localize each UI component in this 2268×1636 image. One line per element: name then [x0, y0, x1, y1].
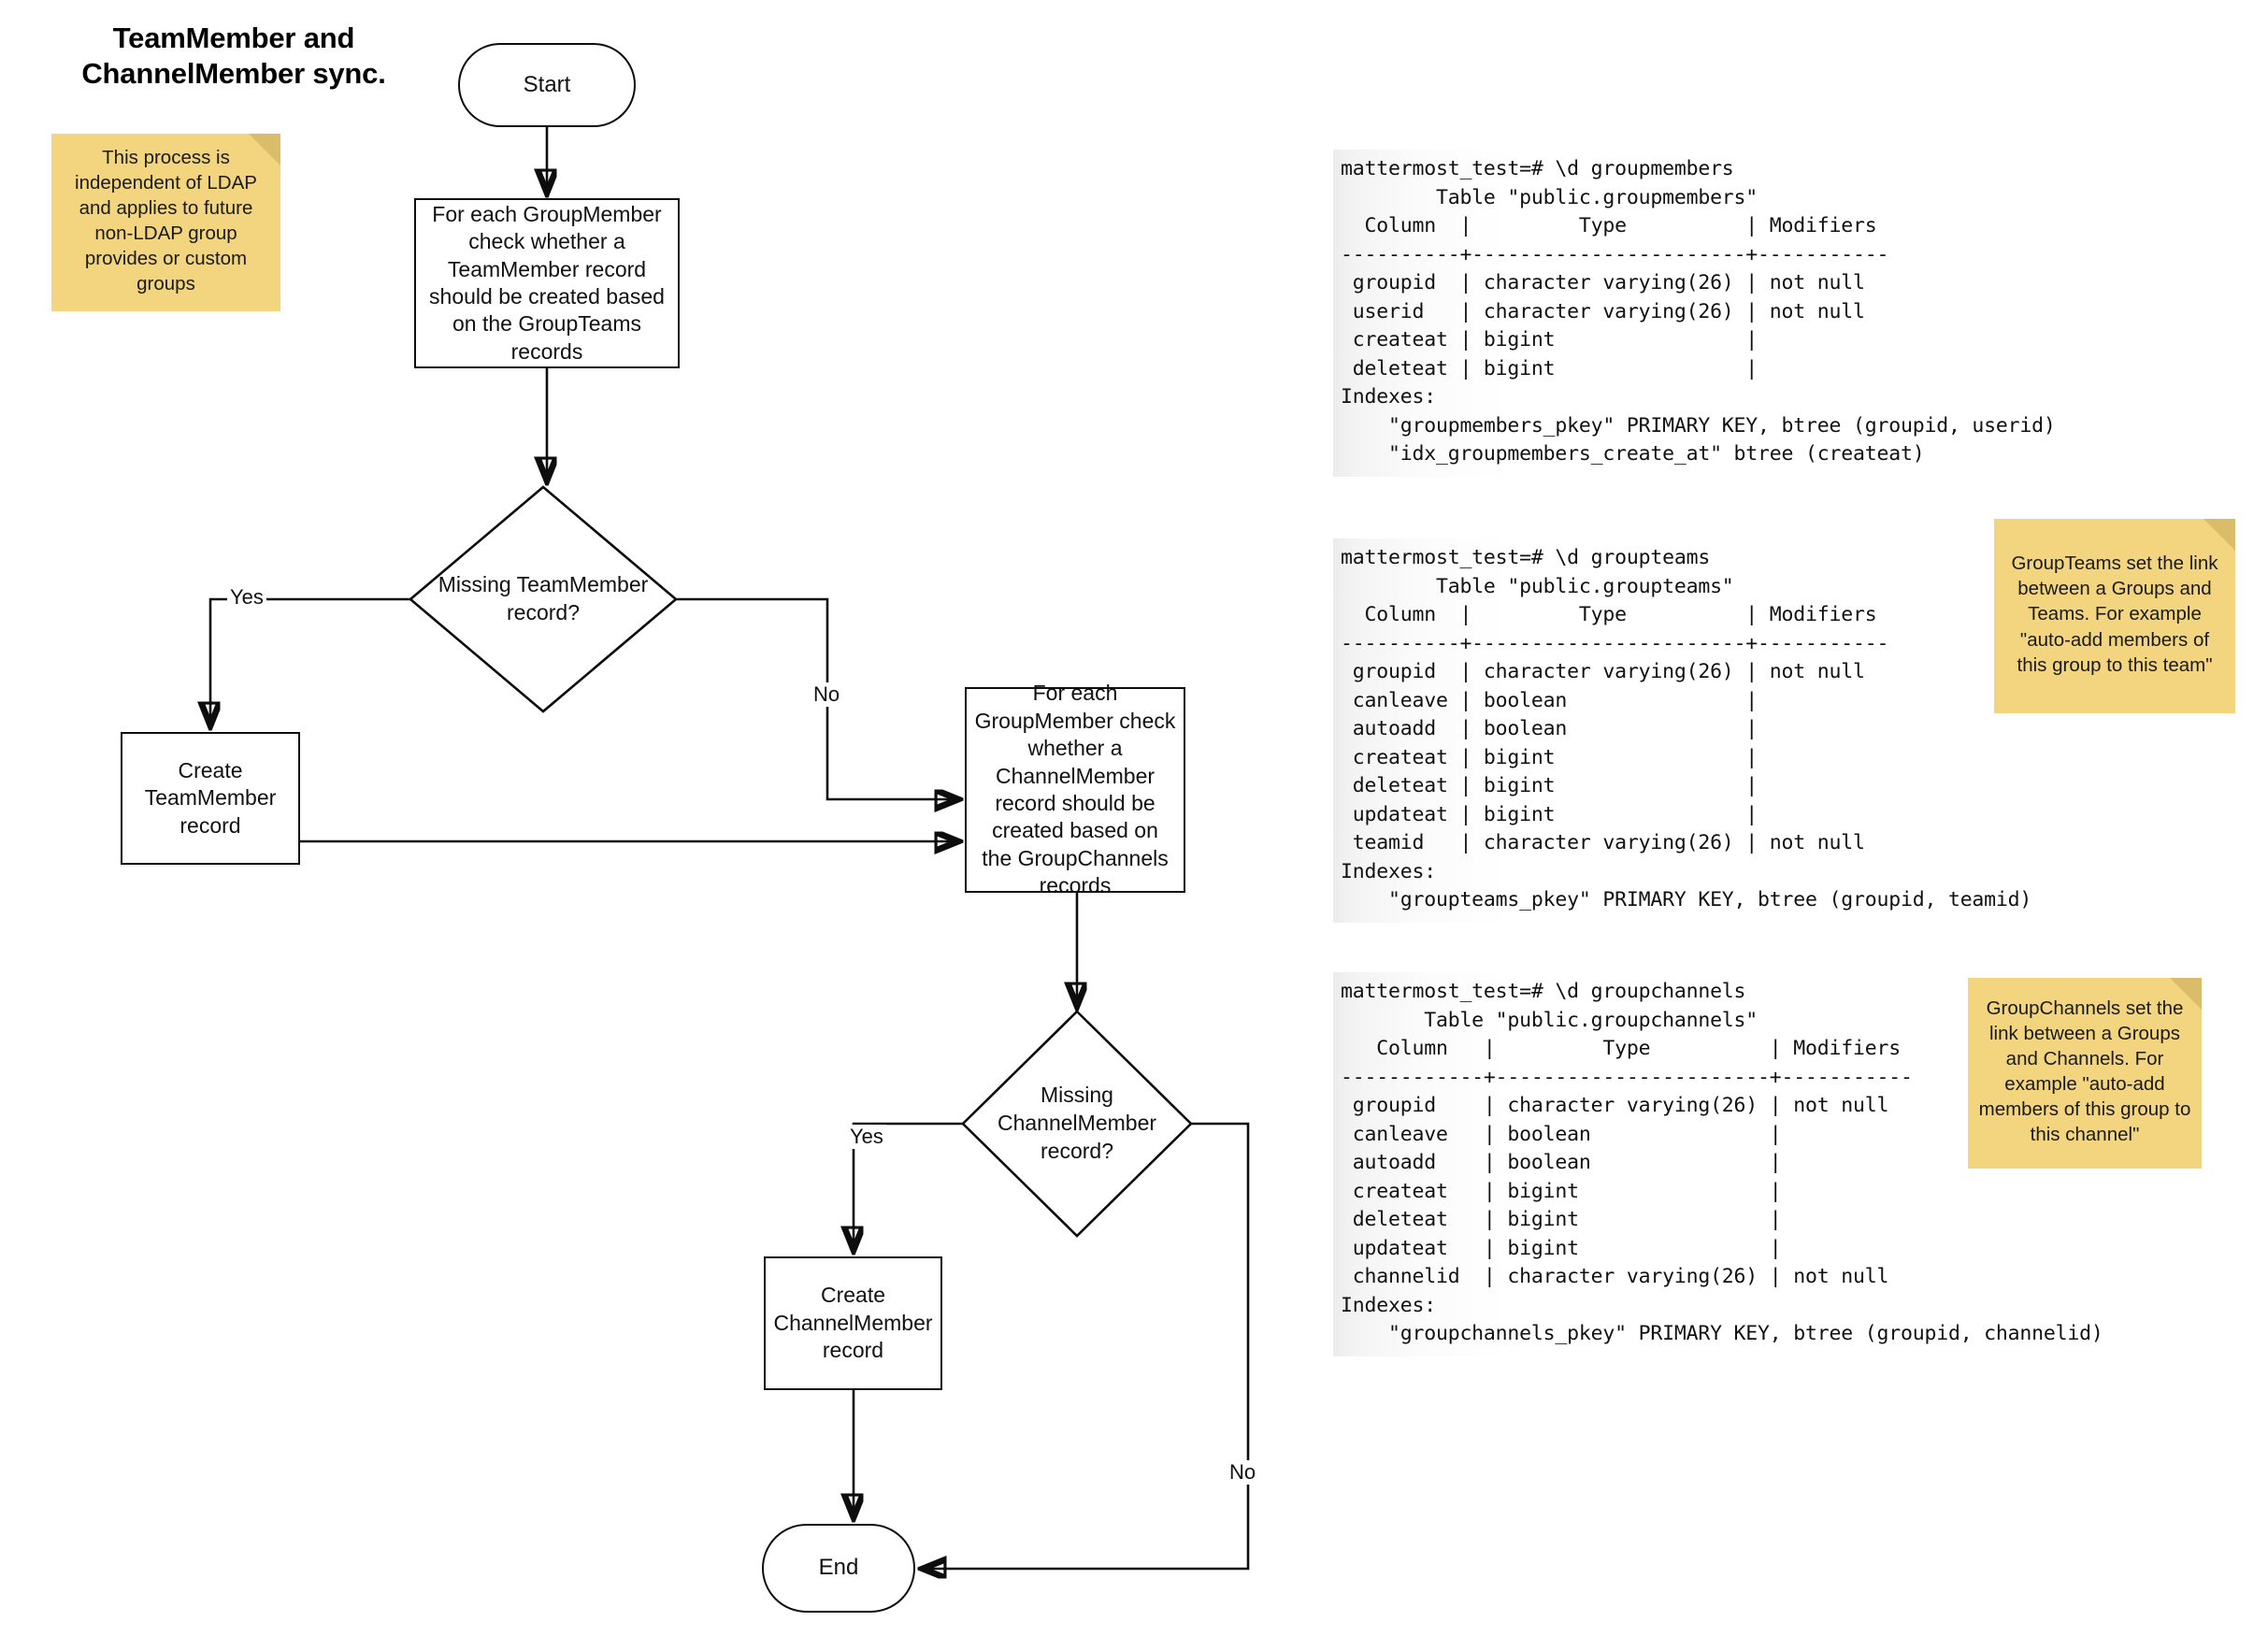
sticky-fold-corner	[2203, 519, 2235, 551]
flow-decision-missing-channelmember[interactable]: Missing ChannelMember record?	[961, 1010, 1193, 1238]
terminal-output-groupchannels: mattermost_test=# \d groupchannels Table…	[1333, 972, 2103, 1356]
edge-label-no-channelmember: No	[1227, 1460, 1259, 1485]
sticky-note-groupteams: GroupTeams set the link between a Groups…	[1994, 519, 2235, 713]
sticky-note-ldap-text: This process is independent of LDAP and …	[75, 146, 257, 295]
flow-node-check-channelmember-label: For each GroupMember check whether a Cha…	[974, 681, 1176, 898]
flow-node-create-teammember[interactable]: Create TeamMember record	[121, 732, 300, 865]
flow-node-create-teammember-label: Create TeamMember record	[144, 757, 277, 838]
flow-decision-missing-teammember[interactable]: Missing TeamMember record?	[408, 485, 679, 713]
sticky-note-groupchannels: GroupChannels set the link between a Gro…	[1968, 978, 2202, 1169]
edge-label-yes-teammember: Yes	[227, 585, 266, 610]
sticky-note-groupchannels-text: GroupChannels set the link between a Gro…	[1978, 997, 2191, 1146]
flow-node-create-channelmember-label: Create ChannelMember record	[773, 1283, 933, 1363]
terminal-output-groupmembers: mattermost_test=# \d groupmembers Table …	[1333, 150, 2056, 477]
edge-label-no-teammember: No	[811, 682, 843, 707]
flow-node-check-channelmember[interactable]: For each GroupMember check whether a Cha…	[965, 681, 1185, 897]
flow-node-start[interactable]: Start	[458, 43, 636, 127]
edge-label-yes-channelmember: Yes	[847, 1125, 886, 1149]
flow-node-check-teammember[interactable]: For each GroupMember check whether a Tea…	[414, 198, 680, 368]
flow-node-end-label: End	[818, 1555, 859, 1581]
flow-node-end[interactable]: End	[762, 1524, 915, 1613]
page-title: TeamMember and ChannelMember sync.	[81, 22, 386, 90]
flow-node-start-label: Start	[523, 71, 571, 97]
flow-node-create-channelmember[interactable]: Create ChannelMember record	[764, 1256, 942, 1390]
sticky-note-ldap: This process is independent of LDAP and …	[51, 134, 280, 311]
sticky-note-groupteams-text: GroupTeams set the link between a Groups…	[2011, 553, 2218, 676]
terminal-output-groupteams: mattermost_test=# \d groupteams Table "p…	[1333, 538, 2031, 923]
flow-node-check-teammember-label: For each GroupMember check whether a Tea…	[429, 201, 665, 364]
